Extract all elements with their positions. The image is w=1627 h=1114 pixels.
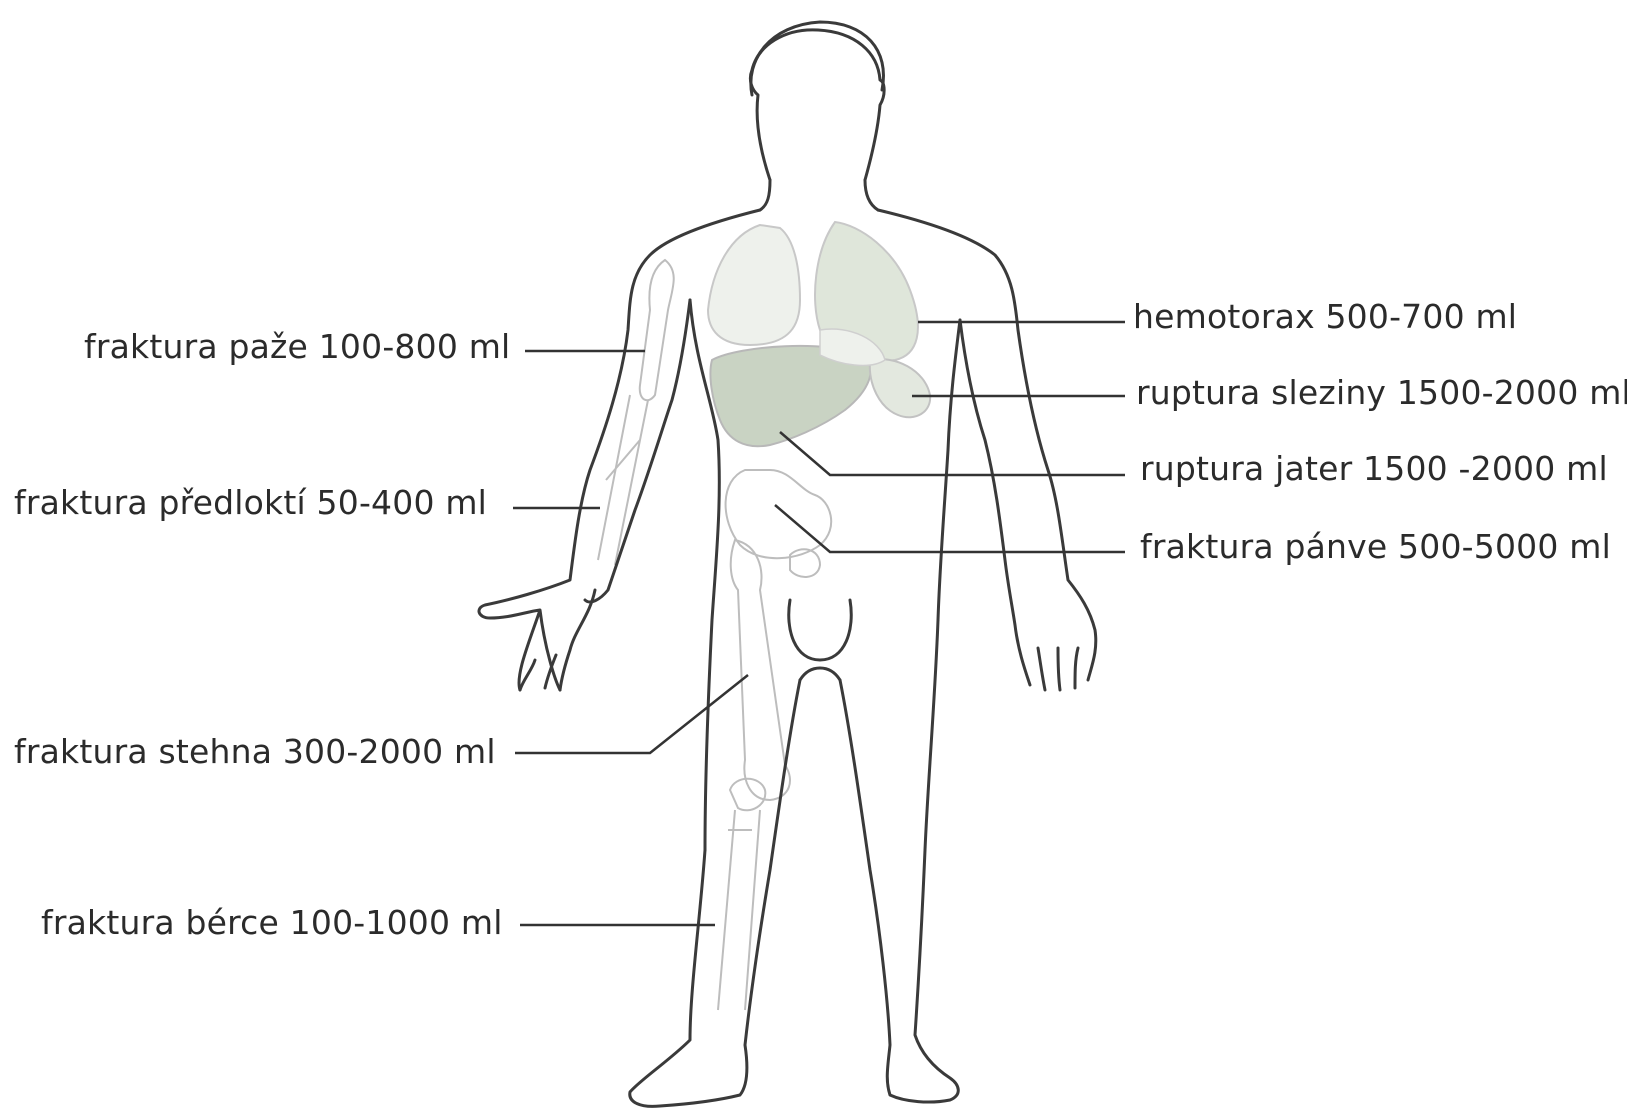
neck-right <box>865 180 878 210</box>
genitals <box>789 600 852 660</box>
spleen <box>870 359 930 417</box>
forearm-bones <box>598 395 648 565</box>
torso-right <box>938 320 960 620</box>
humerus-bone <box>640 260 674 400</box>
neck-left <box>760 180 770 210</box>
head <box>750 30 884 180</box>
label-arm-fracture: fraktura paže 100-800 ml <box>84 330 510 363</box>
left-lung <box>708 225 800 345</box>
leader-liver <box>780 432 1125 475</box>
organs <box>708 222 930 446</box>
leader-pelvis <box>775 505 1125 552</box>
label-tibia-fracture: fraktura bérce 100-1000 ml <box>41 906 503 939</box>
label-femur-fracture: fraktura stehna 300-2000 ml <box>14 735 496 768</box>
right-arm-outline <box>878 210 1096 690</box>
groin <box>800 668 840 680</box>
label-spleen-rupture: ruptura sleziny 1500-2000 ml <box>1136 376 1627 409</box>
label-hemothorax: hemotorax 500-700 ml <box>1133 300 1517 333</box>
label-pelvis-fracture: fraktura pánve 500-5000 ml <box>1140 530 1611 563</box>
leader-femur <box>515 675 748 753</box>
left-hand <box>520 590 595 690</box>
right-leg <box>840 620 958 1102</box>
label-forearm-fracture: fraktura předloktí 50-400 ml <box>14 486 487 519</box>
femur-bone <box>731 540 790 800</box>
pelvis-bone <box>726 470 832 558</box>
left-leg <box>630 680 800 1106</box>
hair <box>751 22 884 95</box>
body-outline <box>479 22 1096 1106</box>
label-liver-rupture: ruptura jater 1500 -2000 ml <box>1140 452 1608 485</box>
